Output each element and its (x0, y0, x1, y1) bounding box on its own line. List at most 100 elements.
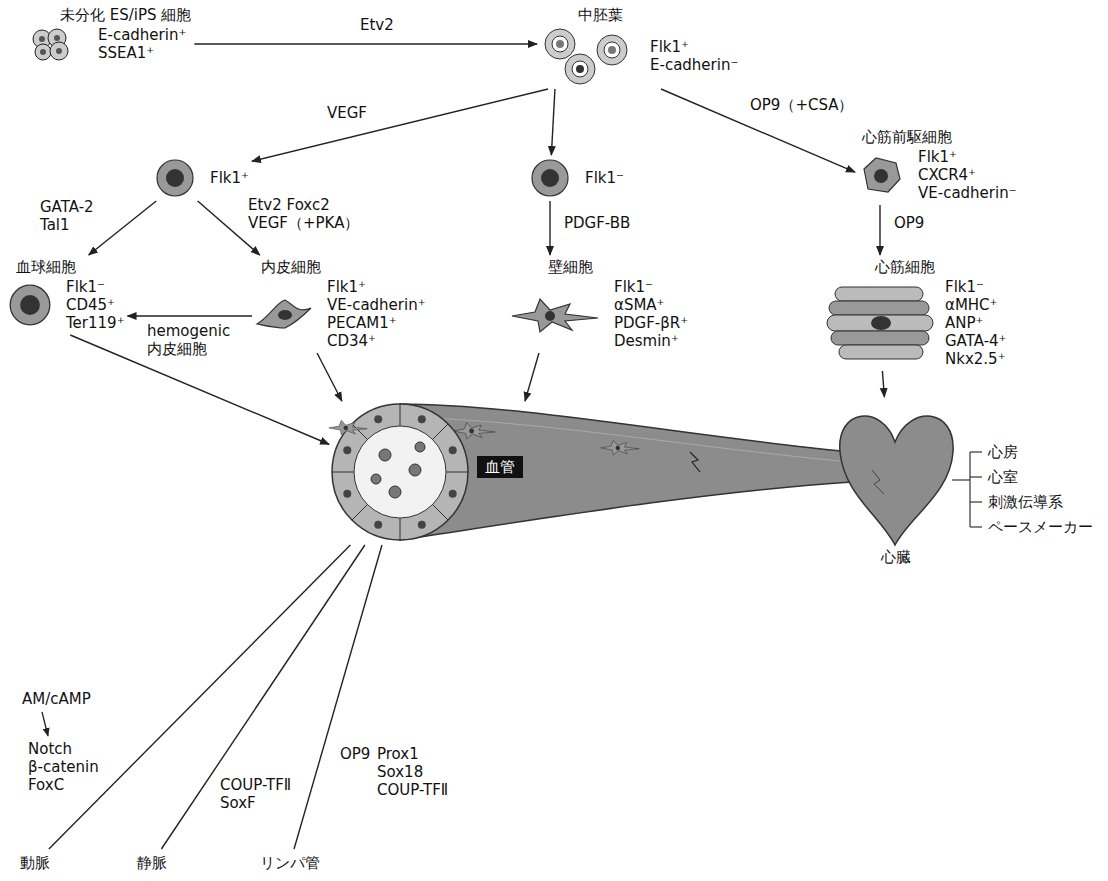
cell-node: 心筋細胞 Flk1⁻ αMHC⁺ ANP⁺ GATA-4⁺ Nkx2.5⁺ (825, 258, 1007, 368)
branch-line (49, 545, 350, 849)
heart-part: 刺激伝導系 (986, 493, 1065, 511)
edge-label: Etv2 Foxc2 VEGF（+PKA） (246, 196, 361, 232)
cell-node: 中胚葉 Flk1⁺ E-cadherin⁻ (540, 6, 738, 86)
cell-row: Flk1⁻ (530, 158, 624, 198)
vessel-type-node: リンパ管 (258, 852, 322, 874)
marker-list: Flk1⁺ (210, 169, 249, 187)
heart-part: ペースメーカー (986, 518, 1095, 536)
cell-picture (532, 160, 568, 196)
edge-label: Etv2 (358, 16, 396, 34)
text-line: 壁細胞 (548, 258, 688, 276)
organ-name: 心臓 (835, 548, 957, 566)
cell-node: 心筋前駆細胞Flk1⁺ CXCR4⁺ VE-cadherin⁻ (858, 128, 1017, 202)
blood-cells (371, 442, 425, 498)
cell-name: 未分化 ES/iPS 細胞 (30, 6, 191, 24)
signal-arrow (42, 712, 48, 736)
heart-mark (872, 470, 884, 494)
flow-arrow (70, 335, 329, 444)
text-line: Notch (28, 740, 99, 758)
cell-row: Flk1⁻ αMHC⁺ ANP⁺ GATA-4⁺ Nkx2.5⁺ (825, 278, 1007, 368)
text-line: SoxF (220, 794, 291, 812)
heart-part: 心房 (986, 443, 1020, 461)
vessel-type: リンパ管 (260, 854, 320, 872)
text-line: COUP-TFⅡ (220, 776, 291, 794)
cell-name: 壁細胞 (510, 258, 688, 276)
text-line: 心筋細胞 (875, 258, 1007, 276)
text-line: 静脈 (137, 854, 167, 872)
vessel-tube (400, 404, 852, 540)
marker-column: Flk1⁻ αMHC⁺ ANP⁺ GATA-4⁺ Nkx2.5⁺ (945, 278, 1007, 368)
cell-row: Flk1⁺ (155, 158, 249, 198)
text-line: VEGF (327, 104, 367, 122)
cell-node: 壁細胞 Flk1⁻ αSMA⁺ PDGF-βR⁺ Desmin⁺ (510, 258, 688, 350)
text-line: 内皮細胞 (147, 340, 230, 358)
cell-picture (33, 29, 68, 60)
vessel-wall (400, 404, 852, 540)
cell-node: 血球細胞 Flk1⁻ CD45⁺ Ter119⁺ (8, 258, 125, 332)
heart (840, 416, 953, 545)
cell-name: 中胚葉 (540, 6, 738, 24)
text-line: Flk1⁻ (614, 278, 688, 296)
cell-node: Flk1⁻ (530, 158, 624, 198)
edge-label: hemogenic 内皮細胞 (145, 322, 232, 358)
marker-list: Flk1⁺ VE-cadherin⁺ PECAM1⁺ CD34⁺ (327, 278, 426, 350)
text-line: 心房 (988, 443, 1018, 461)
text-line: Flk1⁻ (585, 169, 624, 187)
text-line: 動脈 (20, 854, 50, 872)
flow-arrow (89, 201, 157, 255)
vessel-type: 動脈 (20, 854, 50, 872)
pericyte (601, 440, 639, 455)
text-line: FoxC (28, 776, 99, 794)
text-line: 内皮細胞 (261, 258, 426, 276)
text-line: Flk1⁺ (918, 148, 1017, 166)
cell-icon (510, 294, 600, 334)
cell-icon (30, 27, 70, 61)
pericyte (453, 423, 495, 439)
cell-icon (858, 155, 903, 195)
text-line: VEGF（+PKA） (248, 214, 359, 232)
cell-name: 血球細胞 (8, 258, 125, 276)
pericyte (329, 420, 367, 435)
text-line: Flk1⁺ (210, 169, 249, 187)
marker-column: Flk1⁺ CXCR4⁺ VE-cadherin⁻ (918, 148, 1017, 202)
cell-picture (512, 299, 598, 332)
cell-row: Flk1⁻ αSMA⁺ PDGF-βR⁺ Desmin⁺ (510, 278, 688, 350)
text-line: 心室 (988, 468, 1018, 486)
text-line: Flk1⁺ (650, 38, 738, 56)
marker-list: Flk1⁻ (585, 169, 624, 187)
text-line: Ter119⁺ (66, 314, 125, 332)
cell-row: Flk1⁺ VE-cadherin⁺ PECAM1⁺ CD34⁺ (255, 278, 426, 350)
factor-list: Prox1 Sox18 COUP-TFⅡ (375, 745, 450, 799)
cell-node: 内皮細胞 Flk1⁺ VE-cadherin⁺ PECAM1⁺ CD34⁺ (255, 258, 426, 350)
text-line: β-catenin (28, 758, 99, 776)
text-line: Etv2 (360, 16, 394, 34)
flow-arrow (317, 353, 342, 401)
text-line: OP9 (894, 214, 924, 232)
text-line: リンパ管 (260, 854, 320, 872)
vessel-lumen (354, 426, 446, 518)
edge-label: OP9（+CSA） (748, 96, 856, 114)
text-line: 刺激伝導系 (988, 493, 1063, 511)
cell-icon (825, 283, 935, 363)
cell-row: Flk1⁻ CD45⁺ Ter119⁺ (8, 278, 125, 332)
text-line: Flk1⁻ (945, 278, 1007, 296)
text-line: Sox18 (377, 763, 448, 781)
cell-row: Flk1⁺ CXCR4⁺ VE-cadherin⁻ (858, 148, 1017, 202)
signal-label: AM/cAMP (20, 690, 93, 708)
culture-label: OP9 (338, 745, 372, 763)
marker-column: Flk1⁺ (210, 169, 249, 187)
cell-picture (10, 285, 50, 325)
marker-column: Flk1⁻ CD45⁺ Ter119⁺ (66, 278, 125, 332)
marker-column: Flk1⁻ (585, 169, 624, 187)
cell-picture (157, 160, 193, 196)
text-line: GATA-2 (40, 198, 94, 216)
text-line: Desmin⁺ (614, 332, 688, 350)
text-line: PECAM1⁺ (327, 314, 426, 332)
text-line: CXCR4⁺ (918, 166, 1017, 184)
text-line: E-cadherin⁻ (650, 56, 738, 74)
text-line: CD34⁺ (327, 332, 426, 350)
flow-arrow (252, 89, 548, 161)
cell-node: Flk1⁺ (155, 158, 249, 198)
marker-column: E-cadherin⁺ SSEA1⁺ (98, 26, 186, 62)
text-line: CD45⁺ (66, 296, 125, 314)
